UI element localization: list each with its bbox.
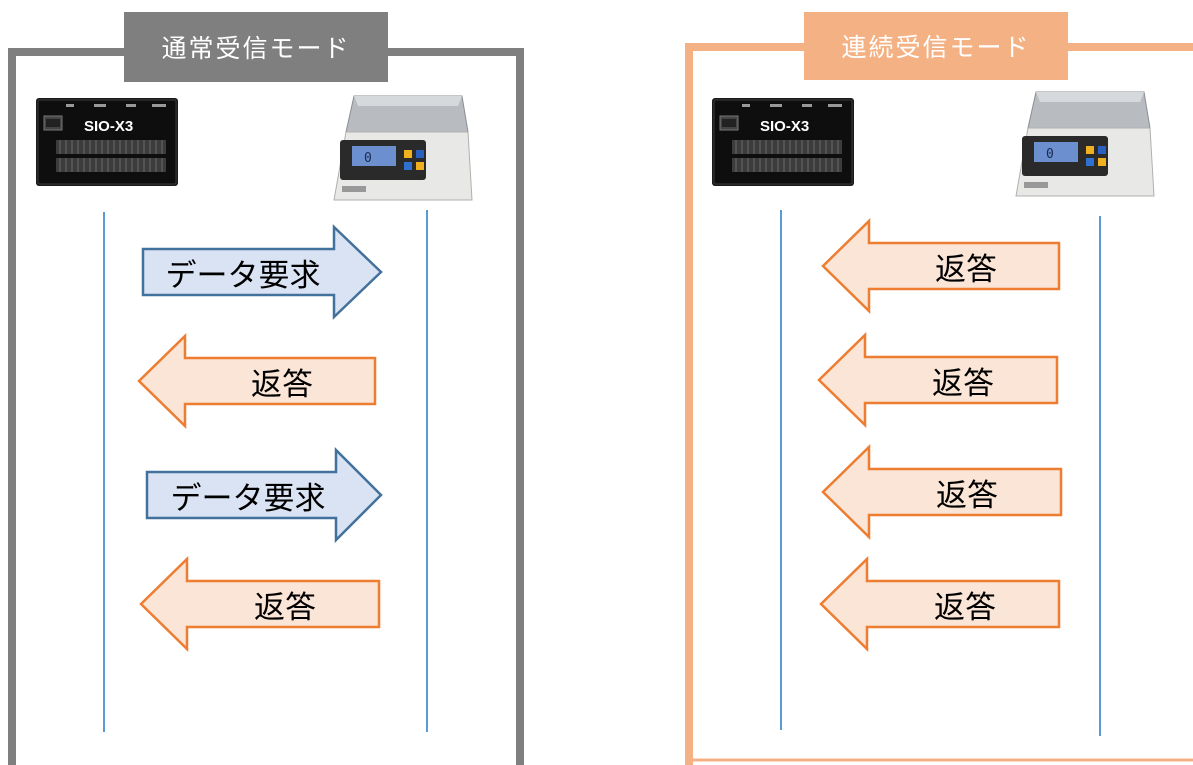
svg-text:0: 0 — [1046, 147, 1054, 162]
io-module-icon: SIO-X3 — [712, 98, 854, 186]
response-arrow: 返答 — [820, 218, 1062, 314]
io-module-label: SIO-X3 — [760, 118, 809, 135]
response-arrow-label: 返答 — [932, 365, 994, 402]
io-module-label: SIO-X3 — [84, 118, 133, 135]
response-arrow-label: 返答 — [251, 366, 313, 403]
continuous-mode-panel: 連続受信モード SIO-X3 0 返答 — [670, 0, 1193, 765]
scale-lifeline — [426, 210, 428, 732]
response-arrow-label: 返答 — [935, 251, 997, 288]
response-arrow: 返答 — [136, 333, 378, 429]
continuous-mode-title: 連続受信モード — [804, 12, 1068, 80]
io-module-lifeline — [780, 210, 782, 730]
normal-mode-panel: 通常受信モード SIO-X3 0 — [0, 0, 540, 765]
digital-scale-icon: 0 — [333, 95, 473, 201]
normal-mode-frame — [8, 48, 524, 765]
response-arrow: 返答 — [818, 556, 1062, 652]
request-arrow: データ要求 — [144, 447, 384, 543]
io-module-lifeline — [103, 212, 105, 732]
response-arrow-label: 返答 — [936, 477, 998, 514]
request-arrow: データ要求 — [140, 224, 384, 320]
normal-mode-title: 通常受信モード — [124, 12, 388, 82]
response-arrow-label: 返答 — [254, 589, 316, 626]
scale-lifeline — [1099, 216, 1101, 736]
response-arrow: 返答 — [820, 444, 1064, 540]
request-arrow-label: データ要求 — [165, 257, 321, 294]
svg-text:0: 0 — [364, 151, 372, 166]
request-arrow-label: データ要求 — [170, 480, 326, 517]
response-arrow: 返答 — [138, 556, 382, 652]
io-module-icon: SIO-X3 — [36, 98, 178, 186]
response-arrow-label: 返答 — [934, 589, 996, 626]
continuous-mode-frame — [685, 43, 1193, 765]
digital-scale-icon: 0 — [1015, 91, 1155, 197]
response-arrow: 返答 — [816, 332, 1060, 428]
